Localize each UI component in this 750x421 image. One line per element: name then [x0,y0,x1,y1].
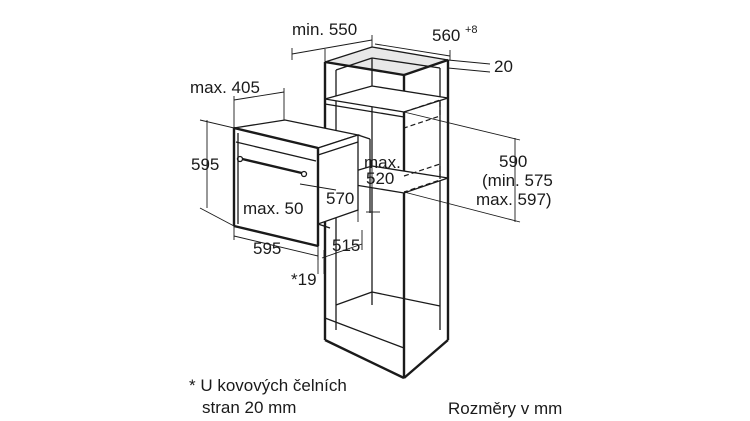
units-note: Rozměry v mm [448,399,562,418]
dim-appliance-width-line [233,235,319,257]
label-cabinet-width: 560 [432,26,460,45]
oven-handle [237,156,307,176]
cabinet-upper-shelf [324,85,449,113]
dim-appliance-height-ext-bottom [199,207,235,227]
oven-front-bottom-edge [233,224,319,248]
oven-side-top-line [317,141,359,156]
oven-handle-right-mount [300,170,308,178]
label-appliance-height: 595 [191,155,219,174]
label-inner-height: 570 [326,189,354,208]
footnote-line-1: * U kovových čelních [189,376,347,395]
footnotes: * U kovových čelních stran 20 mm Rozměry… [189,376,562,418]
cabinet-bottom-right-edge [403,339,449,379]
labels: min. 550 560 +8 20 max. 405 595 max. 520… [190,20,553,289]
dimension-lines [199,35,521,274]
label-appliance-depth: max. 405 [190,78,260,97]
dim-bottom-offset-line [299,183,337,191]
cabinet-top-front-edge [324,60,405,77]
label-cabinet-depth: min. 550 [292,20,357,39]
cabinet-bottom-front-edge [324,338,405,380]
dim-niche-height-ext-top [403,111,521,141]
cabinet-top-rear-edge [371,46,449,61]
label-niche-depth-value: 520 [366,169,394,188]
dim-appliance-depth-line [233,91,285,101]
niche-top-dashed [403,99,441,129]
oven-bottom-flange [317,223,331,229]
cabinet-base-rear [371,291,441,307]
cabinet [323,46,450,380]
label-niche-height-min: (min. 575 [482,171,553,190]
footnote-line-2: stran 20 mm [202,398,296,417]
label-front-depth: 515 [332,236,360,255]
cabinet-plinth-line [324,317,405,349]
cabinet-base-left [335,291,373,306]
dim-top-offset-line2 [447,67,491,73]
label-niche-height-max: max. 597) [476,190,552,209]
cabinet-top-face [325,47,448,75]
oven-front-top-edge [233,126,319,150]
label-niche-depth-prefix: max. [364,153,401,172]
dim-appliance-height-ext-top [199,119,235,129]
label-niche-height: 590 [499,152,527,171]
dim-niche-height-ext-bottom [403,191,521,223]
oven [232,119,371,248]
dim-top-offset-line1 [447,59,491,65]
label-top-offset: 20 [494,57,513,76]
cabinet-top-left-edge [324,46,373,63]
oven-control-panel-line [235,141,317,162]
niche-bottom-dashed [403,163,441,193]
label-front-thickness: *19 [291,270,317,289]
label-appliance-width: 595 [253,239,281,258]
dim-cabinet-width-line [374,43,451,57]
dim-cabinet-depth-line [291,39,373,55]
cabinet-top-right-edge [403,58,449,77]
cabinet-inner-top-rear [371,57,441,69]
label-bottom-offset: max. 50 [243,199,303,218]
dim-front-depth-line [321,243,363,259]
cabinet-inner-top-left [335,57,373,71]
oven-back-flange [357,134,371,140]
cabinet-upper-shelf-front [324,103,405,118]
label-cabinet-width-tolerance: +8 [465,24,478,36]
